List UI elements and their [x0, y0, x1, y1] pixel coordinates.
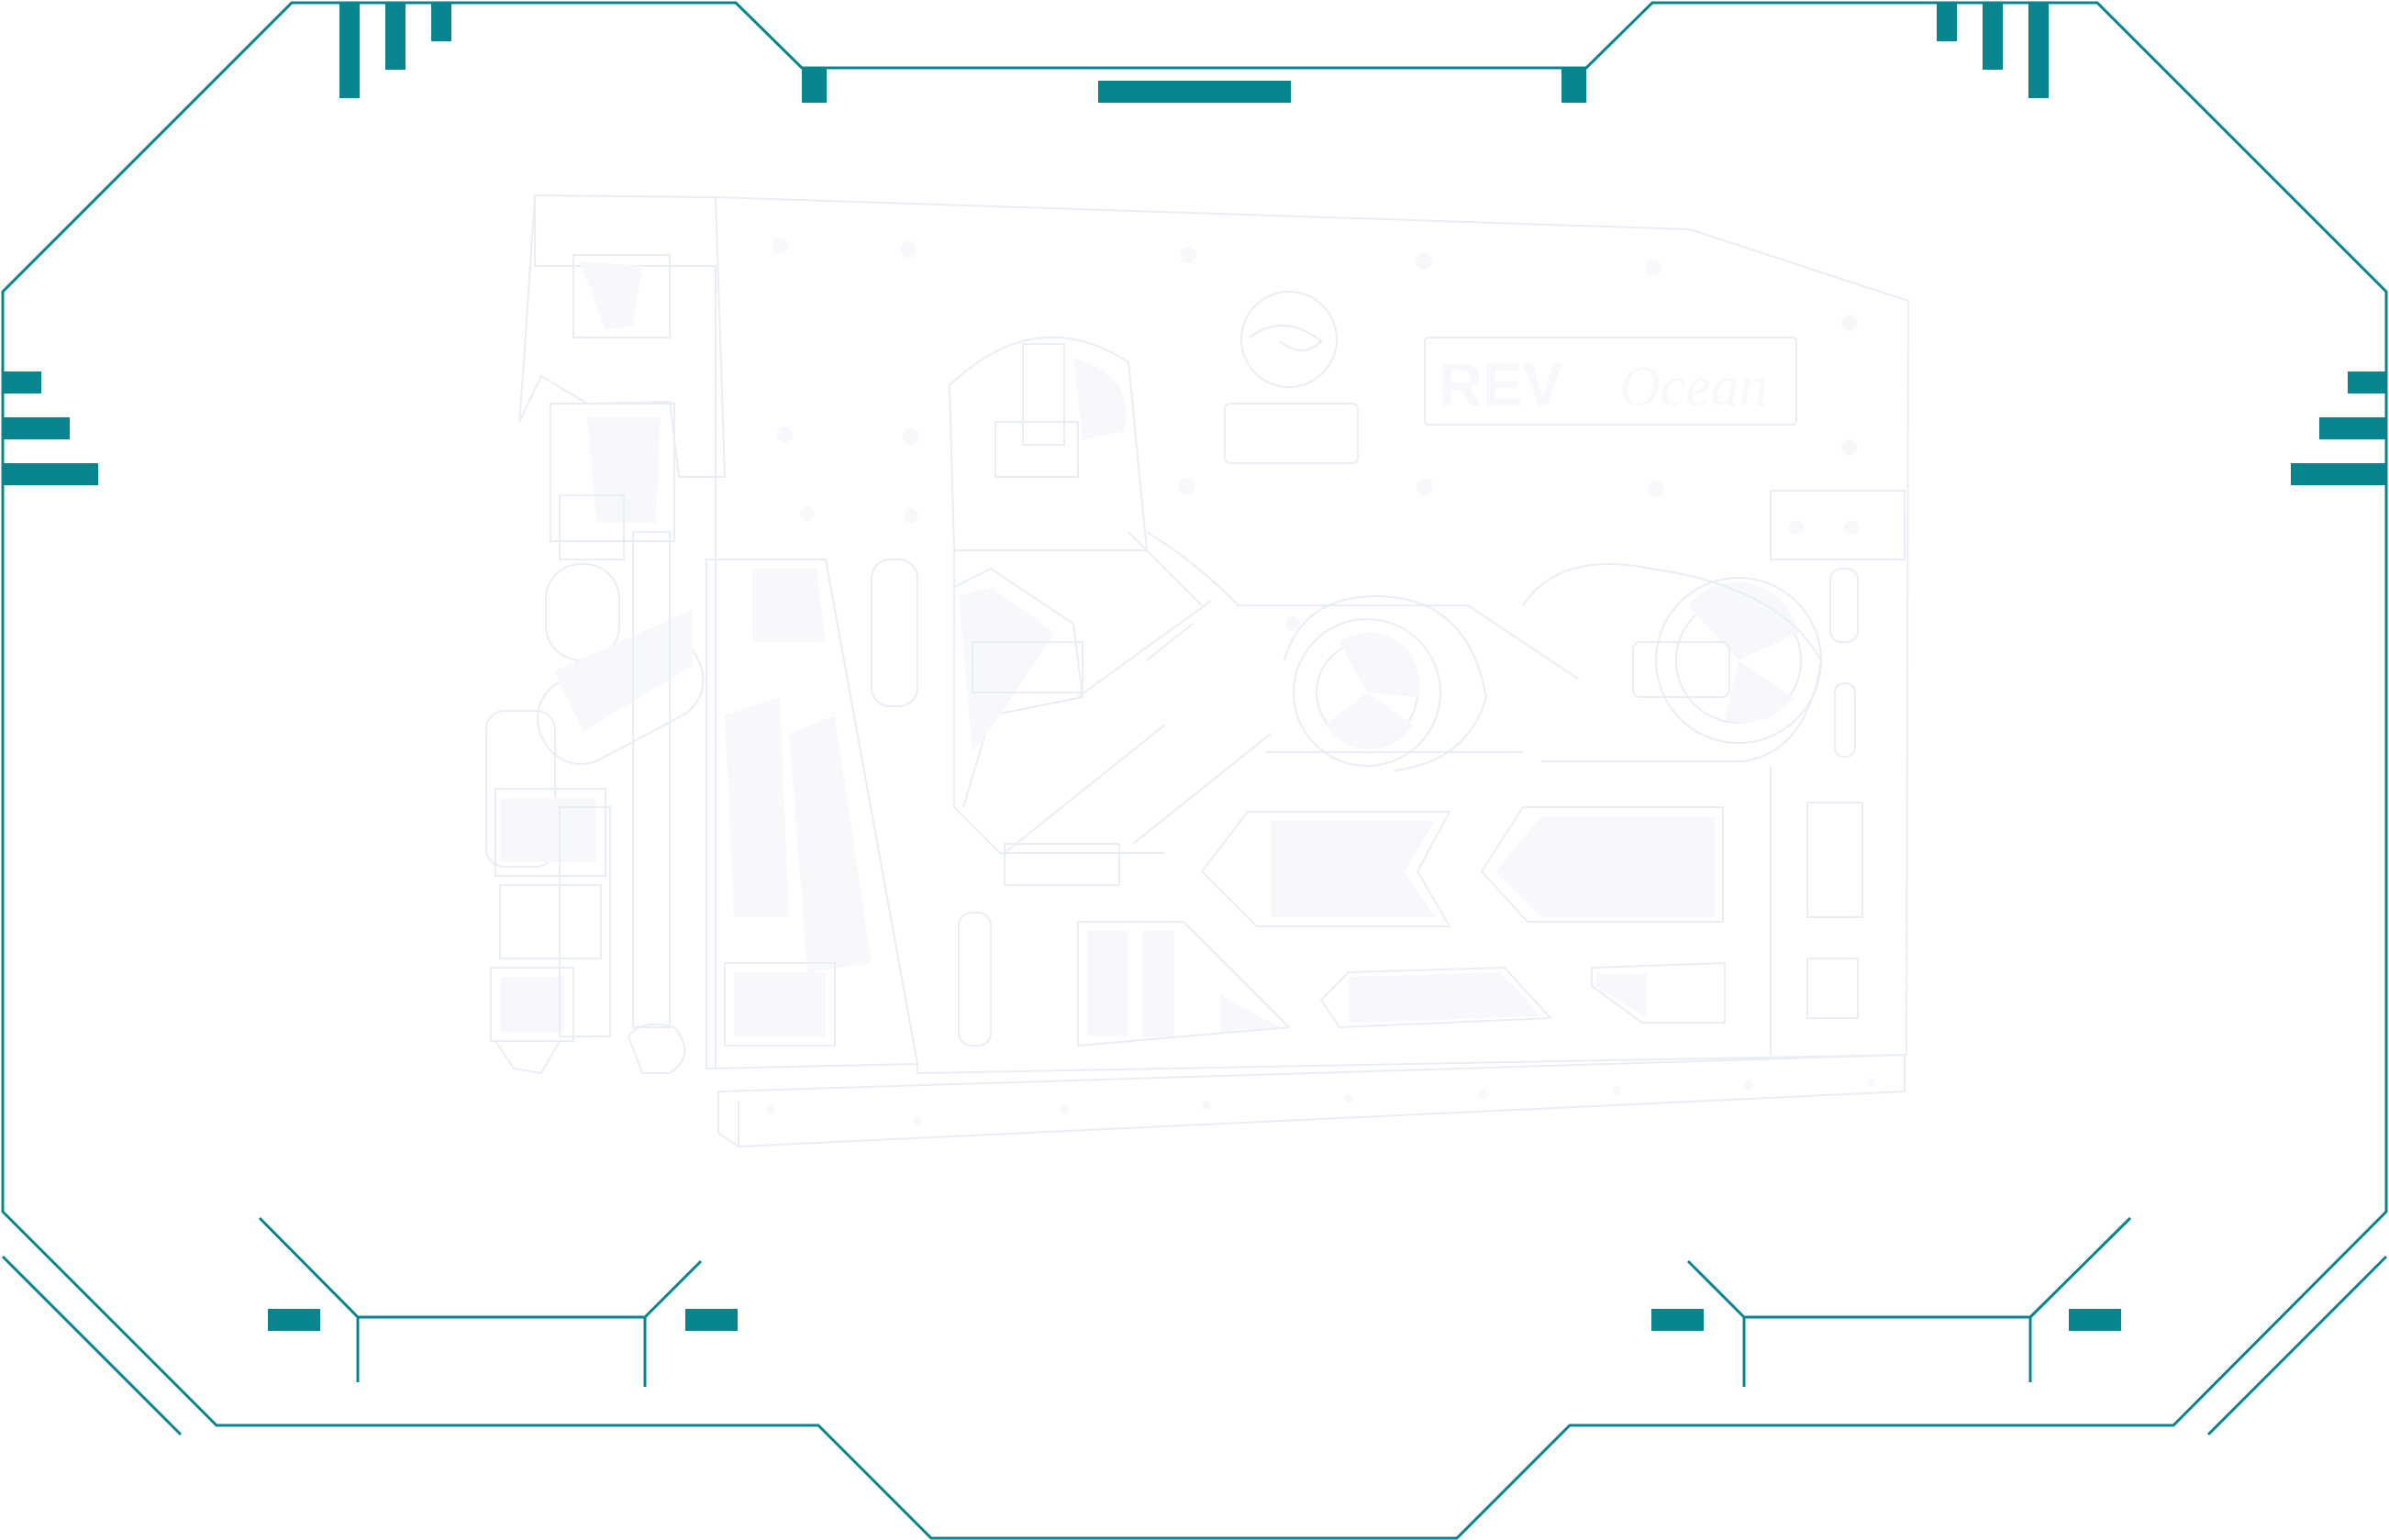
hud-right-bar-1	[2348, 371, 2386, 393]
equipment-back-panel	[534, 194, 1910, 1075]
hud-top-left-bar-1	[339, 3, 360, 98]
hud-bottom-left-bracket	[258, 1216, 738, 1387]
rotary-valve-cluster	[1266, 563, 1823, 771]
equipment-bottom-rail	[717, 1053, 1906, 1148]
logo-part-ocean: Ocean	[1619, 356, 1768, 418]
hud-bottom-left-diagonal	[1, 1255, 183, 1436]
hud-top-notch-left	[802, 68, 827, 103]
hud-bottom-right-diagonal	[2206, 1255, 2388, 1436]
rev-ocean-logo-plate: REV Ocean	[1424, 337, 1797, 426]
hud-top-center-bar	[1098, 81, 1291, 103]
hud-top-right-bar-2	[1983, 3, 2003, 70]
hud-left-bar-3	[3, 463, 98, 485]
right-side-tubes	[1770, 490, 1906, 1055]
hud-top-left-bar-3	[431, 3, 451, 41]
hud-bottom-right-bracket	[1651, 1216, 2132, 1387]
sensor-block-top-left	[550, 254, 675, 560]
hud-right-bar-3	[2291, 463, 2386, 485]
filter-housings	[1077, 806, 1726, 1047]
middle-pipe-bundle	[706, 559, 1084, 1070]
hud-top-right-bar-3	[2028, 3, 2049, 98]
hud-top-right-bar-1	[1937, 3, 1957, 41]
logo-part-rev: REV	[1439, 350, 1563, 418]
hud-left-bar-1	[3, 371, 41, 393]
central-pump-housing	[948, 336, 1579, 854]
hud-right-bar-2	[2319, 417, 2386, 439]
equipment-mounting-holes	[766, 238, 1876, 1125]
hud-top-notch-right	[1561, 68, 1586, 103]
diagonal-connector-tubes	[972, 531, 1272, 886]
equipment-diagram: REV Ocean	[485, 194, 1910, 1148]
sampler-bottle-column	[485, 531, 705, 1075]
pressure-gauge	[1224, 291, 1359, 464]
hud-top-left-bar-2	[385, 3, 406, 70]
hud-left-bar-2	[3, 417, 70, 439]
